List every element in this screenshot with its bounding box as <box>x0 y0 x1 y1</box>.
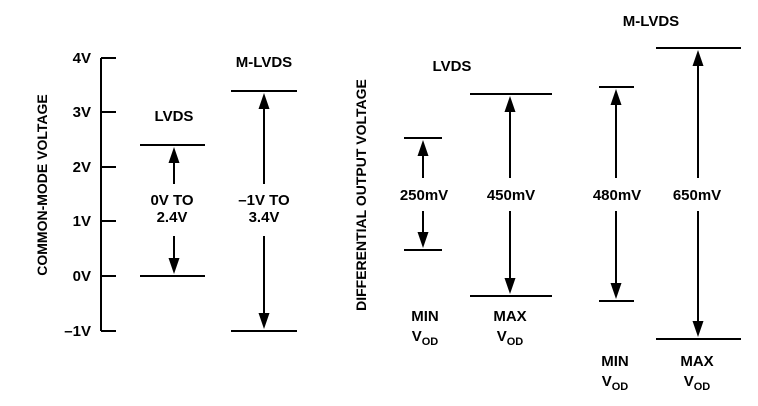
lvds-min-label-line2: VOD <box>412 328 439 348</box>
mlvds-min-label-line2: VOD <box>602 373 629 393</box>
lvds-max-label-line1: MAX <box>493 308 526 325</box>
tick-label: 2V <box>73 159 91 176</box>
arrow-down-head <box>692 321 704 337</box>
arrow-down-head <box>610 283 622 299</box>
mlvds-max-vod: 650mV MAX VOD <box>656 47 741 393</box>
mlvds-max-value: 650mV <box>673 187 721 204</box>
mlvds-min-vod: 480mV MIN VOD <box>593 86 641 393</box>
mlvds-range-line1: –1V TO <box>238 192 290 209</box>
lvds-title-right: LVDS <box>433 58 472 75</box>
lvds-max-vod: 450mV MAX VOD <box>470 93 552 348</box>
arrow-up-head <box>417 140 429 156</box>
tick-label: 3V <box>73 104 91 121</box>
mlvds-common-mode-range: M-LVDS –1V TO 3.4V <box>231 54 297 332</box>
lvds-title: LVDS <box>155 108 194 125</box>
tick-label: 0V <box>73 268 91 285</box>
common-mode-voltage-panel: COMMON-MODE VOLTAGE 4V 3V 2V 1V 0V –1V L… <box>34 50 297 340</box>
arrow-up-head <box>692 50 704 66</box>
differential-output-voltage-panel: DIFFERENTIAL OUTPUT VOLTAGE LVDS 250mV M… <box>353 13 741 393</box>
mlvds-max-label-line2: VOD <box>684 373 711 393</box>
arrow-up-head <box>504 96 516 112</box>
mlvds-min-label-line1: MIN <box>601 353 629 370</box>
tick-label: 1V <box>73 213 91 230</box>
arrow-down-head <box>168 258 180 274</box>
lvds-max-value: 450mV <box>487 187 535 204</box>
arrow-down-head <box>258 313 270 329</box>
common-mode-axis-label: COMMON-MODE VOLTAGE <box>34 94 50 275</box>
mlvds-range-line2: 3.4V <box>249 209 280 226</box>
mlvds-min-value: 480mV <box>593 187 641 204</box>
arrow-up-head <box>168 147 180 163</box>
lvds-max-label-line2: VOD <box>497 328 524 348</box>
lvds-range-line1: 0V TO <box>150 192 193 209</box>
tick-label: 4V <box>73 50 91 67</box>
mlvds-max-label-line1: MAX <box>680 353 713 370</box>
arrow-down-head <box>504 278 516 294</box>
mlvds-title: M-LVDS <box>236 54 292 71</box>
lvds-common-mode-range: LVDS 0V TO 2.4V <box>140 108 205 277</box>
arrow-down-head <box>417 232 429 248</box>
lvds-min-vod: 250mV MIN VOD <box>400 137 448 348</box>
lvds-range-line2: 2.4V <box>157 209 188 226</box>
differential-axis-label: DIFFERENTIAL OUTPUT VOLTAGE <box>353 79 369 311</box>
mlvds-title-right: M-LVDS <box>623 13 679 30</box>
arrow-up-head <box>610 89 622 105</box>
arrow-up-head <box>258 93 270 109</box>
tick-label: –1V <box>64 323 91 340</box>
lvds-min-value: 250mV <box>400 187 448 204</box>
lvds-min-label-line1: MIN <box>411 308 439 325</box>
